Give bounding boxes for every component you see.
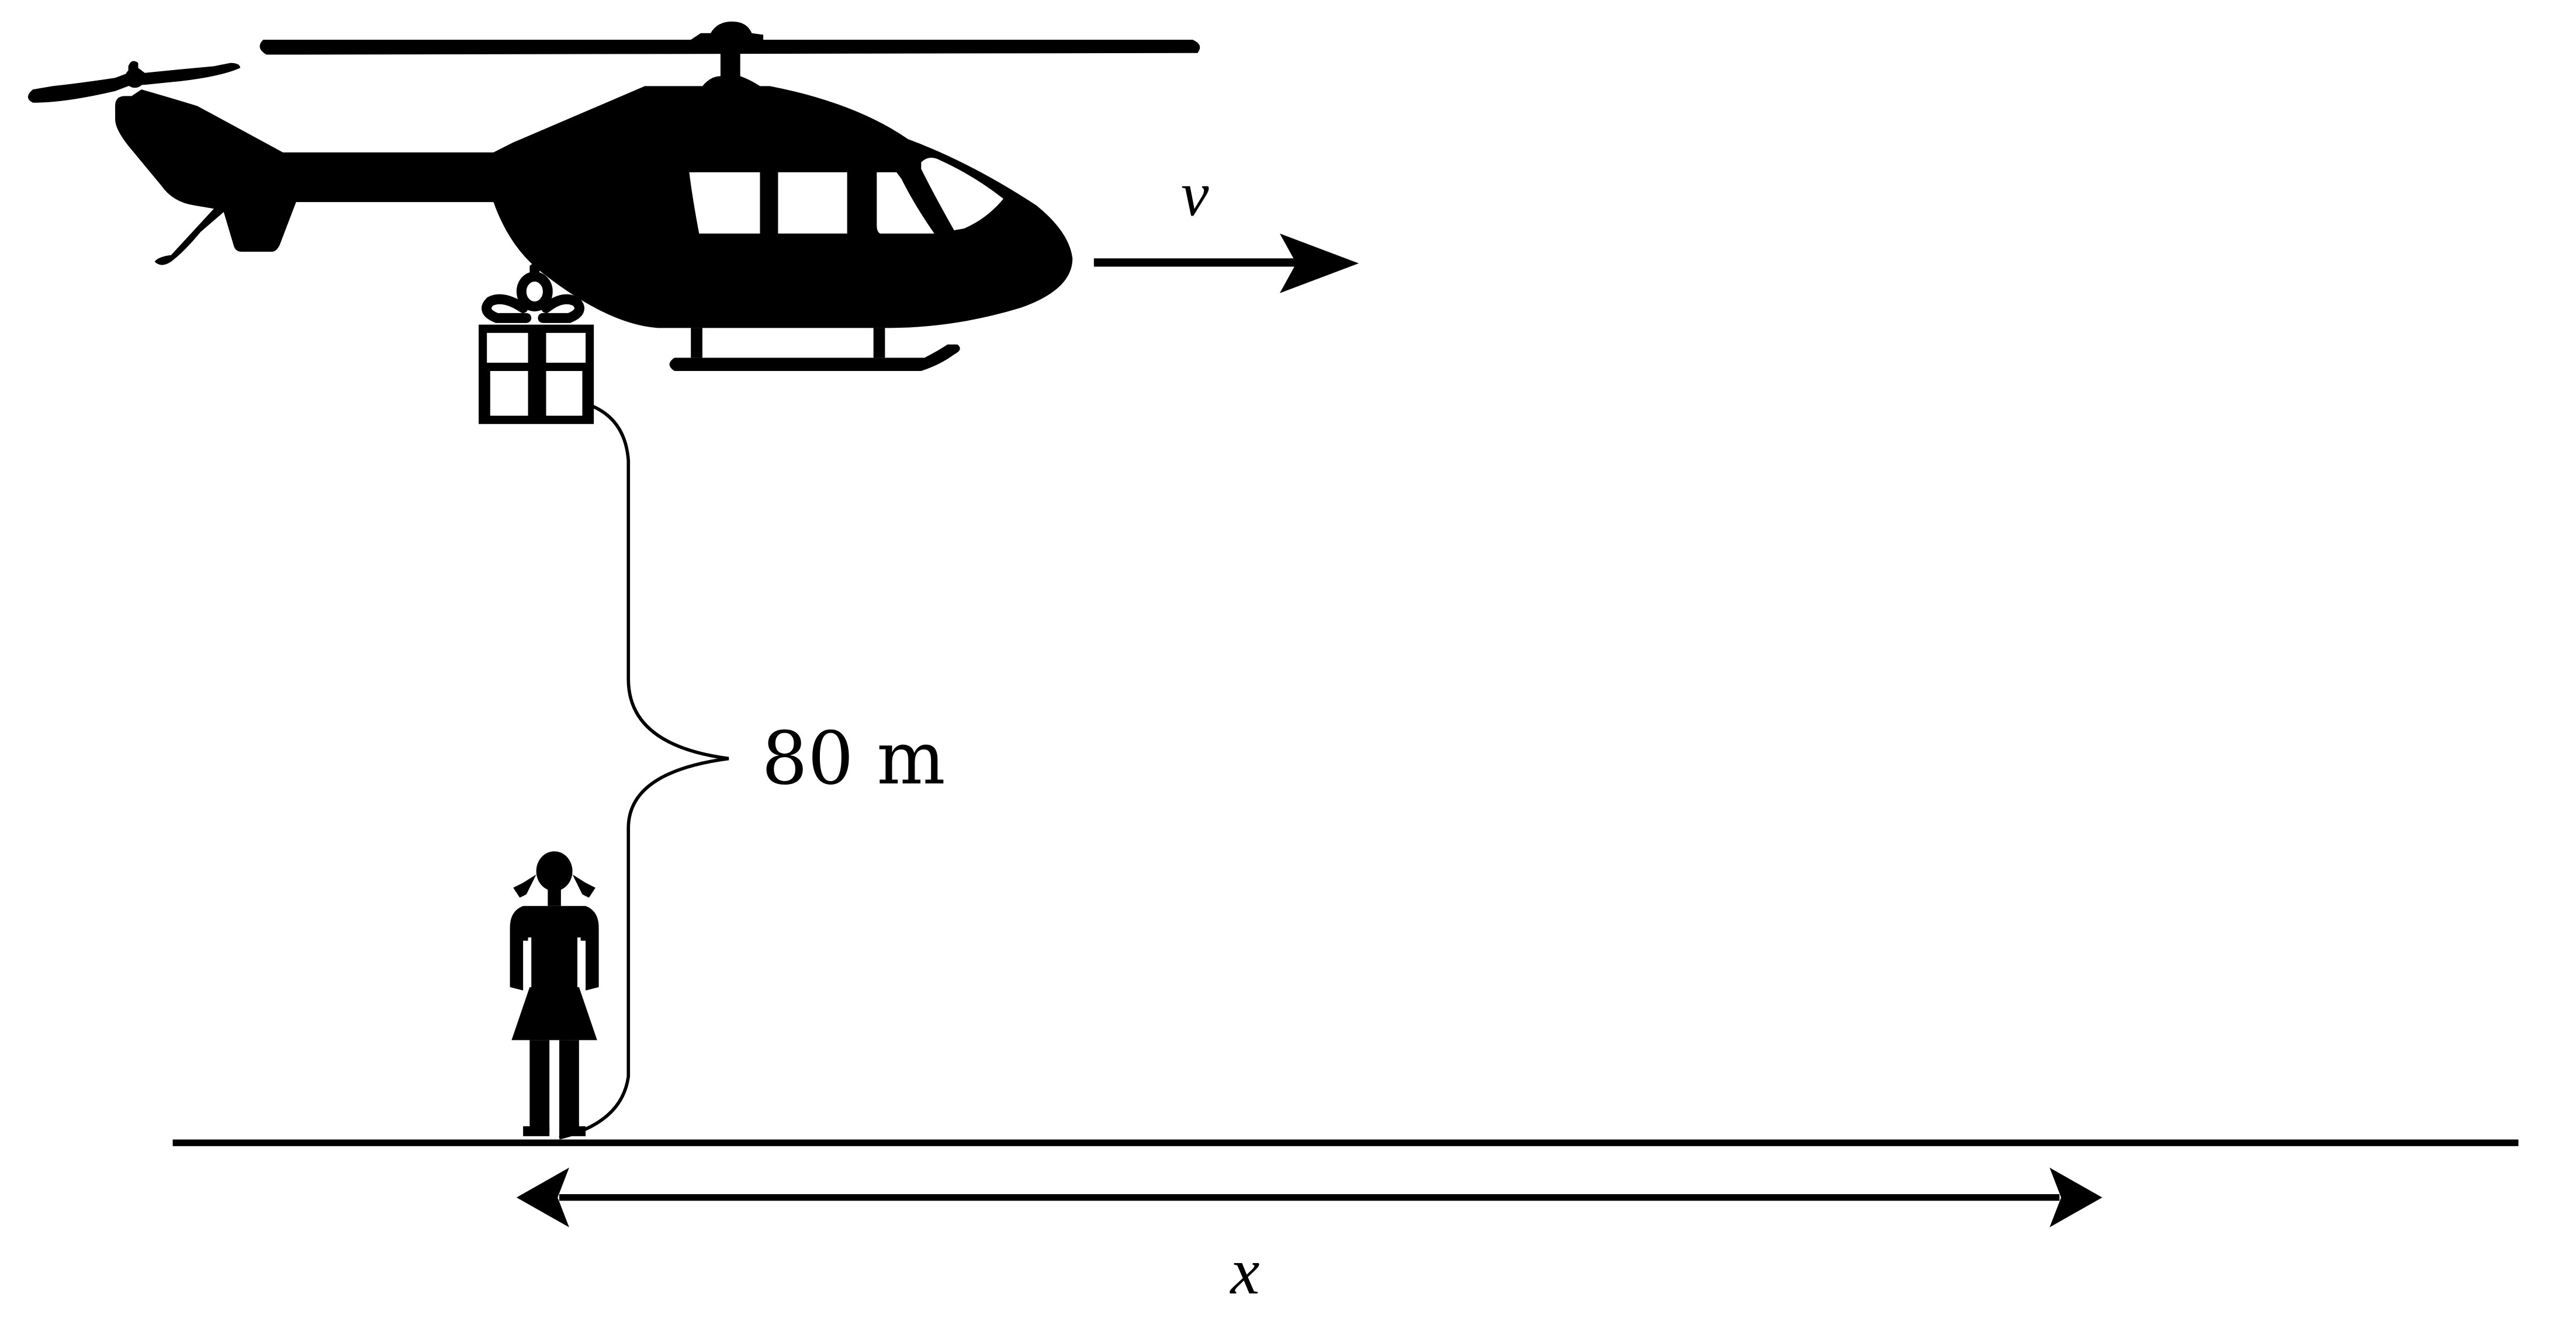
window-cockpit [921,157,1004,231]
fuselage [115,76,1073,328]
landing-skid [669,344,960,372]
window-1 [689,172,760,234]
height-brace [559,403,729,1140]
distance-arrow [516,1167,2103,1227]
height-label: 80 m [761,717,945,802]
girl-torso [510,906,599,1040]
ground-line [172,1139,2519,1146]
distance-arrowhead-right [2049,1167,2103,1227]
gift-box [479,256,594,424]
velocity-arrow [1093,233,1359,293]
girl-head [536,851,573,892]
window-2 [778,172,847,234]
distance-label: x [1229,1235,1259,1308]
skid-strut-front [873,328,885,358]
velocity-label: v [1181,159,1209,229]
girl [510,851,599,1136]
main-rotor [259,21,1200,55]
girl-leg-left [529,1040,550,1133]
helicopter-windows [689,157,1004,234]
window-3 [877,172,934,234]
skid-strut-rear [691,328,702,358]
girl-leg-right [559,1040,579,1133]
gift-bow [482,256,584,323]
distance-arrowhead-left [516,1167,569,1227]
helicopter [27,21,1200,372]
